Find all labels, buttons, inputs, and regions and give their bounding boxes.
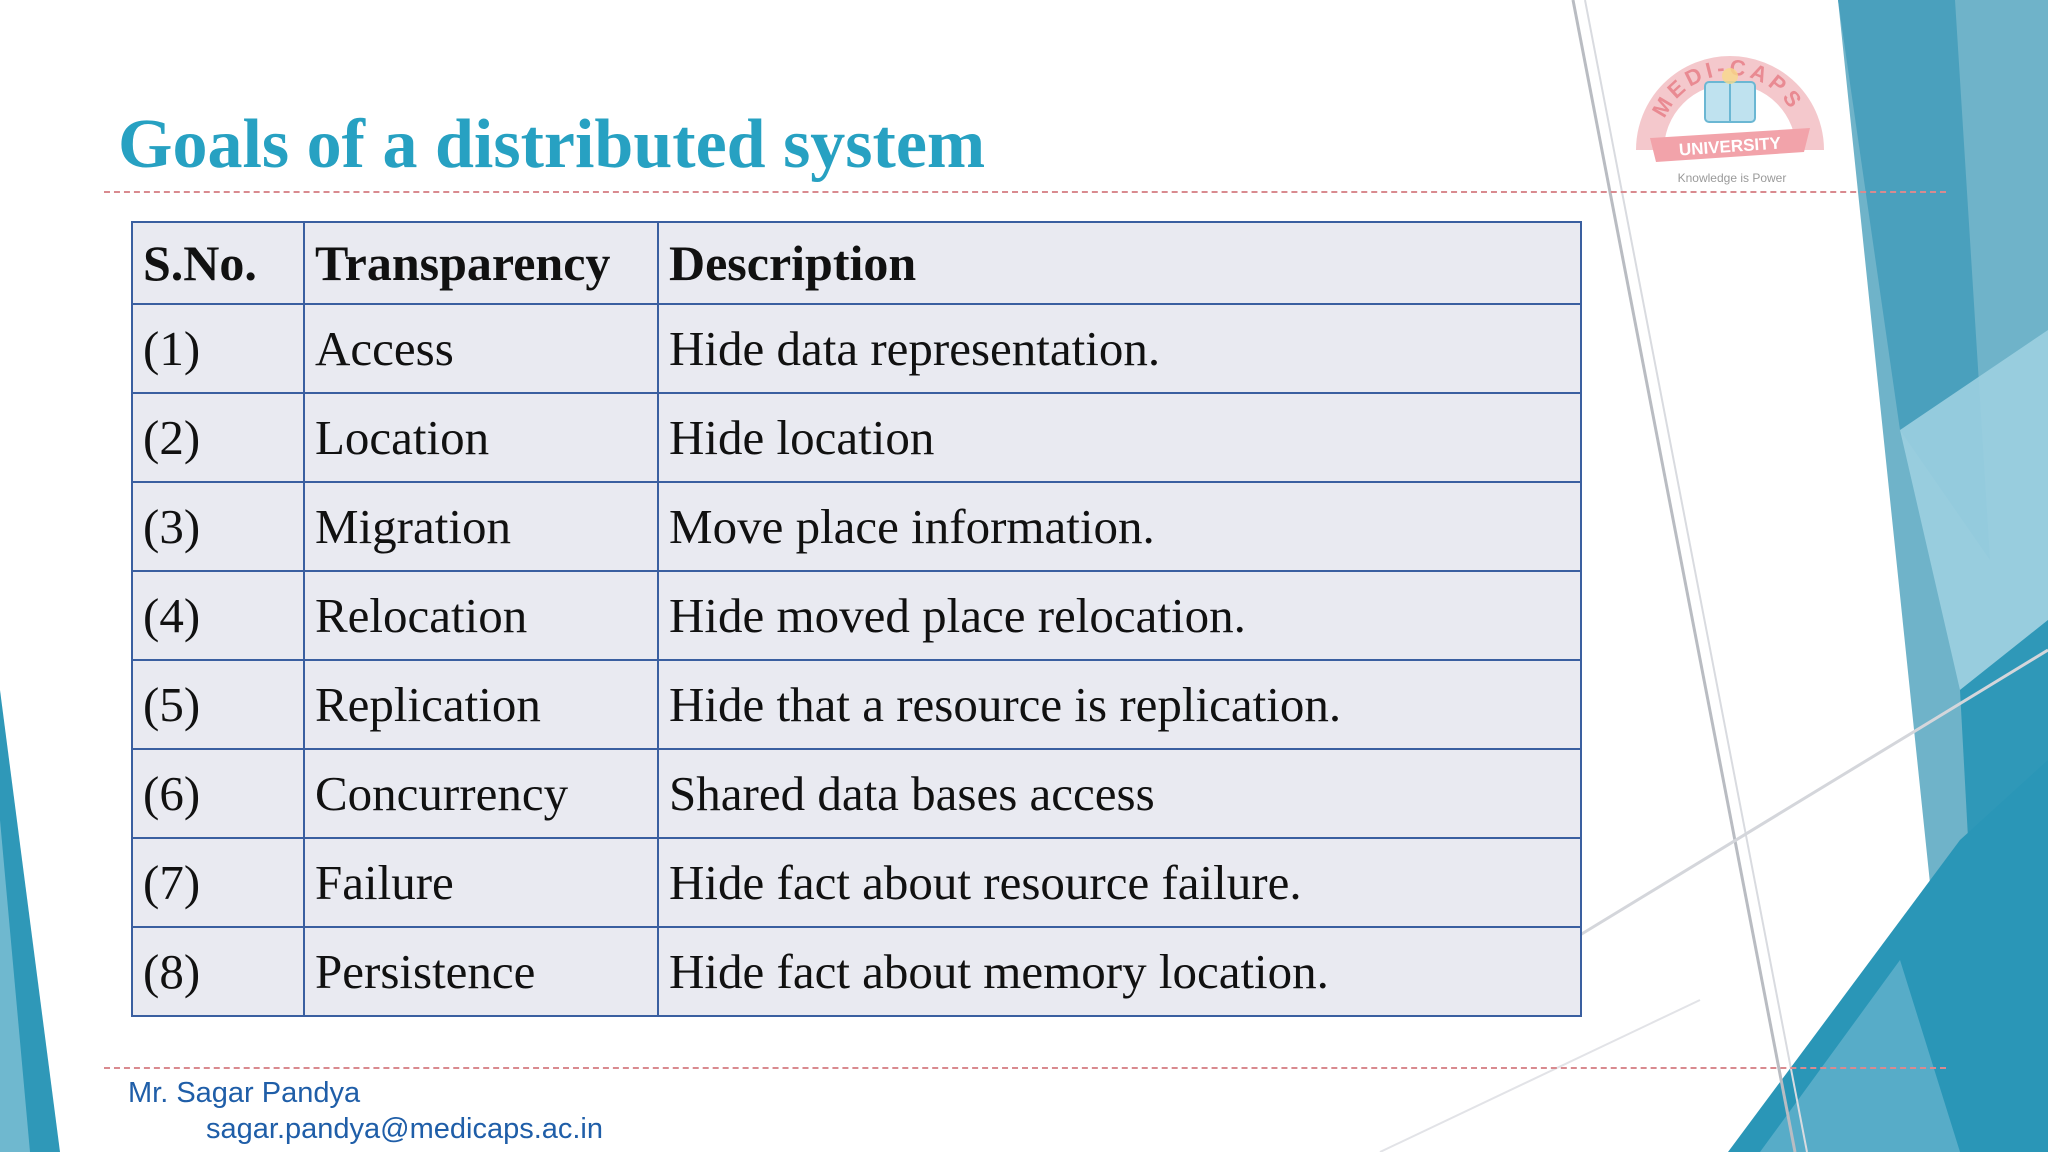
bg-facet [0,820,30,1152]
table-row: (2) Location Hide location [131,392,1582,483]
cell-transparency: Migration [303,481,659,572]
table-row: (1) Access Hide data representation. [131,303,1582,394]
slide-title: Goals of a distributed system [118,106,986,183]
bg-facet [1728,760,2048,1152]
bg-facet [1760,960,1960,1152]
cell-transparency: Replication [303,659,659,750]
cell-transparency: Concurrency [303,748,659,839]
footer-author-name: Mr. Sagar Pandya [128,1077,361,1109]
footer-author-email: sagar.pandya@medicaps.ac.in [206,1113,604,1145]
table-row: (7) Failure Hide fact about resource fai… [131,837,1582,928]
cell-sno: (5) [131,659,305,750]
cell-sno: (2) [131,392,305,483]
table-header-row: S.No. Transparency Description [131,221,1582,305]
cell-sno: (6) [131,748,305,839]
logo-ribbon [1650,128,1810,162]
logo-bulb-icon [1722,68,1738,84]
header-transparency: Transparency [303,221,659,305]
university-logo: MEDI-CAPS UNIVERSITY Knowledge is Power [1636,54,1824,185]
logo-tagline: Knowledge is Power [1678,171,1787,185]
cell-transparency: Location [303,392,659,483]
cell-description: Shared data bases access [657,748,1582,839]
cell-description: Hide moved place relocation. [657,570,1582,661]
cell-transparency: Access [303,303,659,394]
bg-line [1579,648,2048,937]
footer-divider [104,1067,1946,1069]
title-divider [104,191,1946,193]
header-description: Description [657,221,1582,305]
cell-description: Hide location [657,392,1582,483]
cell-description: Hide data representation. [657,303,1582,394]
cell-description: Move place information. [657,481,1582,572]
cell-transparency: Failure [303,837,659,928]
table-row: (8) Persistence Hide fact about memory l… [131,926,1582,1017]
bg-facet [1900,330,2048,690]
transparency-table-container: S.No. Transparency Description (1) Acces… [131,221,1582,1017]
table-row: (3) Migration Move place information. [131,481,1582,572]
cell-transparency: Persistence [303,926,659,1017]
cell-sno: (1) [131,303,305,394]
table-row: (5) Replication Hide that a resource is … [131,659,1582,750]
cell-description: Hide fact about resource failure. [657,837,1582,928]
cell-sno: (8) [131,926,305,1017]
cell-sno: (3) [131,481,305,572]
cell-description: Hide fact about memory location. [657,926,1582,1017]
transparency-table: S.No. Transparency Description (1) Acces… [131,221,1582,1017]
table-row: (4) Relocation Hide moved place relocati… [131,570,1582,661]
cell-sno: (4) [131,570,305,661]
cell-sno: (7) [131,837,305,928]
cell-description: Hide that a resource is replication. [657,659,1582,750]
table-row: (6) Concurrency Shared data bases access [131,748,1582,839]
cell-transparency: Relocation [303,570,659,661]
header-sno: S.No. [131,221,305,305]
bg-line [1379,999,1701,1152]
